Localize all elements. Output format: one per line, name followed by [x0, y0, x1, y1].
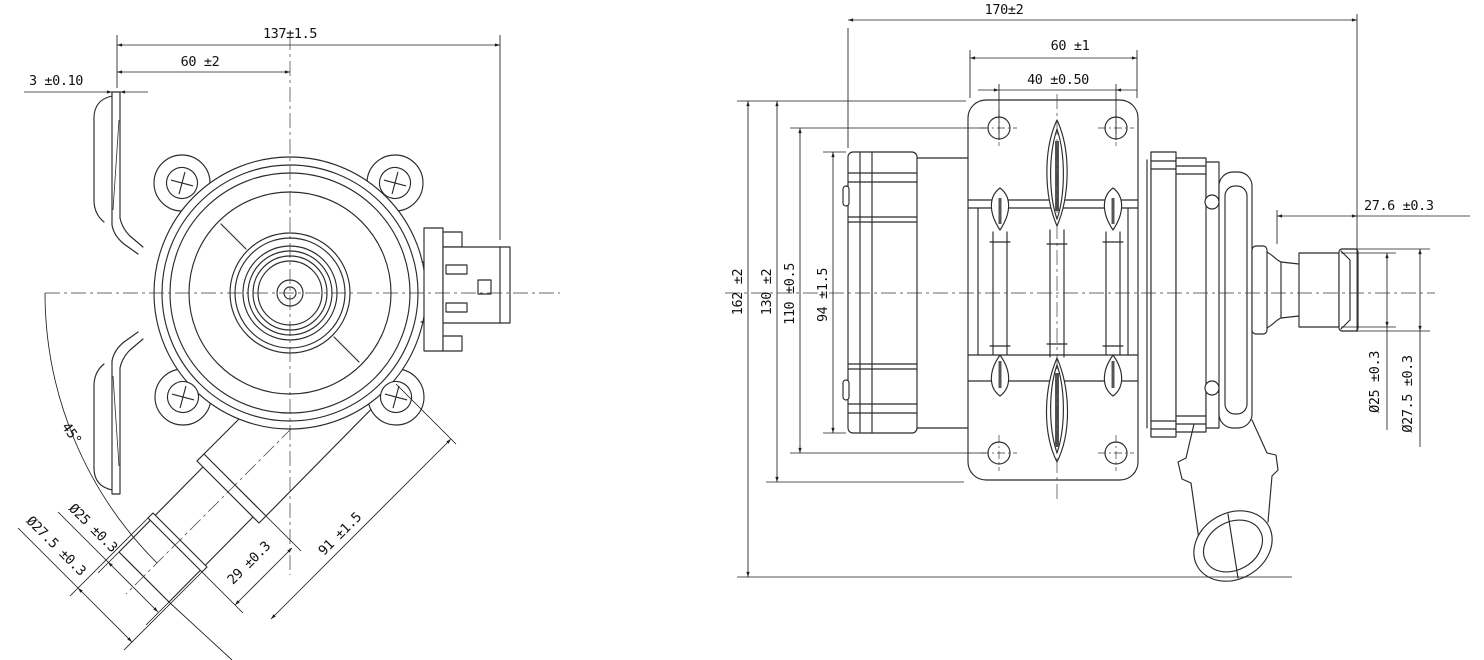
dim-side-total-height: 162 ±2	[730, 269, 746, 315]
dim-front-flange-thickness: 3 ±0.10	[29, 73, 83, 89]
front-view: 137±1.5 60 ±2 3 ±0.10 45° Ø25 ±0.3 Ø27.5…	[17, 26, 560, 660]
dim-side-bracket-width: 60 ±1	[1051, 38, 1090, 54]
dim-side-body-od: 94 ±1.5	[815, 268, 831, 322]
front-outlet-pipe	[118, 353, 397, 603]
screw-top-right	[378, 166, 412, 200]
dim-front-outlet-len: 91 ±1.5	[315, 509, 365, 559]
front-mounting-bracket	[93, 91, 144, 495]
side-view: 170±2 60 ±1 40 ±0.50 162 ±2 130 ±2 110 ±…	[725, 2, 1470, 582]
side-pump-head	[1146, 151, 1253, 438]
side-motor-body	[842, 151, 969, 434]
front-connector	[420, 227, 511, 352]
dim-side-port-collar-od: Ø27.5 ±0.3	[1400, 355, 1416, 433]
dim-front-total-width: 137±1.5	[263, 26, 317, 42]
side-dimensions: 170±2 60 ±1 40 ±0.50 162 ±2 130 ±2 110 ±…	[730, 2, 1470, 578]
side-outlet-port	[1251, 245, 1359, 335]
dim-side-port-od: Ø25 ±0.3	[1367, 351, 1383, 413]
dim-front-outlet-angle: 45°	[58, 420, 84, 448]
dim-side-total-length: 170±2	[985, 2, 1024, 18]
dim-front-mount-offset: 60 ±2	[181, 54, 220, 70]
front-corner-screws	[165, 166, 413, 414]
screw-bottom-right	[379, 380, 413, 414]
dim-side-port-length: 27.6 ±0.3	[1364, 198, 1434, 214]
dim-side-bracket-height: 130 ±2	[759, 269, 775, 315]
dim-side-hole-spacing: 40 ±0.50	[1027, 72, 1089, 88]
dim-front-outlet-stub-len: 29 ±0.3	[224, 538, 274, 588]
dim-side-hole-span: 110 ±0.5	[782, 263, 798, 325]
screw-top-left	[165, 166, 199, 200]
side-bottom-hose-outlet	[1177, 419, 1279, 582]
screw-bottom-left	[166, 380, 200, 414]
